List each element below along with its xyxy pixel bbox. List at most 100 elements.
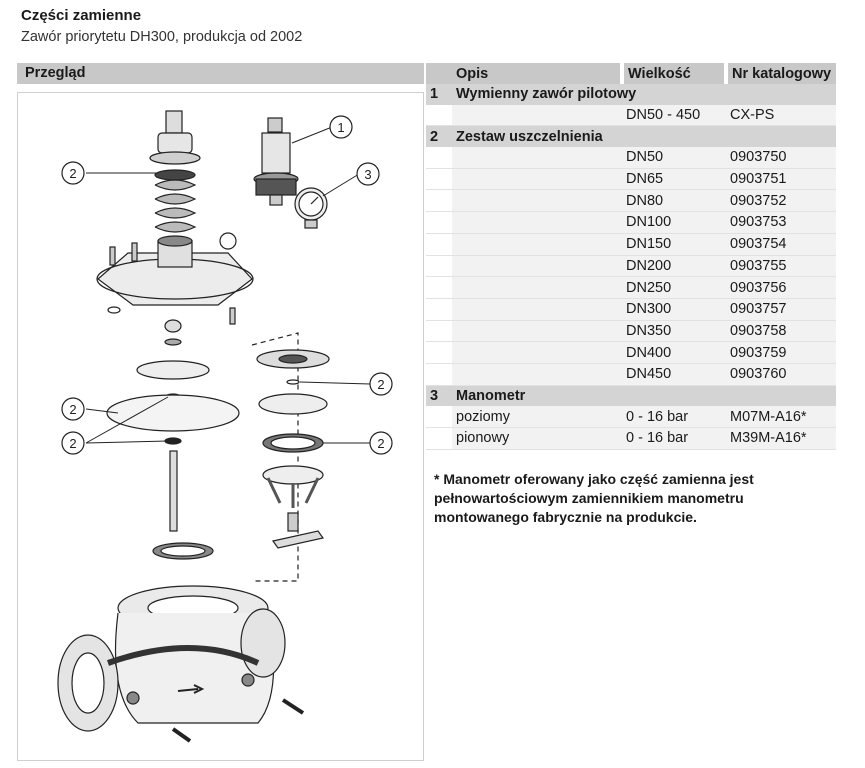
- column-header-description: Opis: [426, 63, 624, 84]
- callout-label: 2: [69, 436, 76, 451]
- row-catalog-number: 0903753: [726, 211, 836, 234]
- row-size: DN250: [622, 276, 726, 299]
- row-catalog-number: M07M-A16*: [726, 406, 836, 429]
- seal-kit-assembly: [251, 332, 330, 582]
- row-size: DN450: [622, 363, 726, 386]
- row-description: [452, 233, 622, 256]
- row-description: [452, 276, 622, 299]
- section-number: 2: [426, 125, 452, 148]
- footnote: * Manometr oferowany jako część zamienna…: [434, 471, 754, 525]
- section-title: Manometr: [452, 385, 836, 407]
- callouts: [61, 115, 393, 455]
- valve-body: [57, 585, 305, 743]
- row-spacer: [426, 255, 452, 278]
- row-description: [452, 168, 622, 191]
- row-description: [452, 298, 622, 321]
- row-size: DN150: [622, 233, 726, 256]
- row-description: poziomy: [452, 406, 622, 429]
- row-catalog-number: 0903759: [726, 341, 836, 364]
- row-size: 0 - 16 bar: [622, 406, 726, 429]
- callout-leaders: [85, 126, 371, 444]
- row-catalog-number: 0903750: [726, 147, 836, 169]
- row-catalog-number: 0903752: [726, 189, 836, 213]
- callout-2-oring: [369, 372, 393, 396]
- row-spacer: [426, 276, 452, 299]
- row-spacer: [426, 104, 452, 127]
- row-size: DN350: [622, 320, 726, 343]
- callout-2-washers: [61, 431, 85, 455]
- row-catalog-number: 0903756: [726, 276, 836, 299]
- row-description: [452, 341, 622, 364]
- valve-cover: [96, 232, 254, 325]
- row-description: [452, 147, 622, 169]
- section-number: 1: [426, 84, 452, 105]
- callout-2-spring: [61, 161, 85, 185]
- row-description: [452, 255, 622, 278]
- row-spacer: [426, 341, 452, 364]
- row-size: DN300: [622, 298, 726, 321]
- callout-2-diaphragm: [61, 397, 85, 421]
- row-description: [452, 189, 622, 213]
- row-catalog-number: 0903751: [726, 168, 836, 191]
- callout-3-gauge: [356, 162, 380, 186]
- row-spacer: [426, 298, 452, 321]
- column-header-catalog: Nr katalogowy: [726, 63, 836, 84]
- row-spacer: [426, 168, 452, 191]
- callout-label: 2: [69, 166, 76, 181]
- valve-exploded-diagram: 2 1 3 2 2 2 2: [57, 110, 393, 743]
- section-title: Zestaw uszczelnienia: [452, 125, 836, 148]
- row-description: [452, 211, 622, 234]
- pressure-gauge: [294, 187, 328, 229]
- row-catalog-number: 0903755: [726, 255, 836, 278]
- row-description: pionowy: [452, 427, 622, 450]
- row-description: [452, 104, 622, 127]
- row-spacer: [426, 427, 452, 450]
- row-size: DN65: [622, 168, 726, 191]
- callout-label: 2: [377, 377, 384, 392]
- overview-header: Przegląd: [17, 63, 424, 84]
- row-size: DN400: [622, 341, 726, 364]
- row-catalog-number: 0903758: [726, 320, 836, 343]
- pilot-valve: [253, 117, 299, 206]
- row-spacer: [426, 363, 452, 386]
- row-description: [452, 363, 622, 386]
- row-catalog-number: 0903760: [726, 363, 836, 386]
- page-title: Części zamienne: [21, 7, 142, 24]
- row-size: DN100: [622, 211, 726, 234]
- callout-label: 2: [69, 402, 76, 417]
- row-description: [452, 320, 622, 343]
- row-spacer: [426, 233, 452, 256]
- exploded-view-drawing: 2 1 3 2 2 2 2: [17, 92, 424, 761]
- section-title: Wymienny zawór pilotowy: [452, 84, 836, 105]
- row-catalog-number: 0903757: [726, 298, 836, 321]
- row-size: DN50 - 450: [622, 104, 726, 127]
- callout-1-pilot: [329, 115, 353, 139]
- section-number: 3: [426, 385, 452, 407]
- callout-2-seal: [369, 431, 393, 455]
- row-size: 0 - 16 bar: [622, 427, 726, 450]
- callout-label: 2: [377, 436, 384, 451]
- row-spacer: [426, 147, 452, 169]
- diaphragm-parts: [106, 319, 240, 560]
- page-subtitle: Zawór priorytetu DH300, produkcja od 200…: [21, 29, 303, 45]
- row-catalog-number: 0903754: [726, 233, 836, 256]
- row-spacer: [426, 189, 452, 213]
- row-size: DN80: [622, 189, 726, 213]
- callout-label: 1: [337, 120, 344, 135]
- row-spacer: [426, 320, 452, 343]
- row-catalog-number: CX-PS: [726, 104, 836, 127]
- row-size: DN200: [622, 255, 726, 278]
